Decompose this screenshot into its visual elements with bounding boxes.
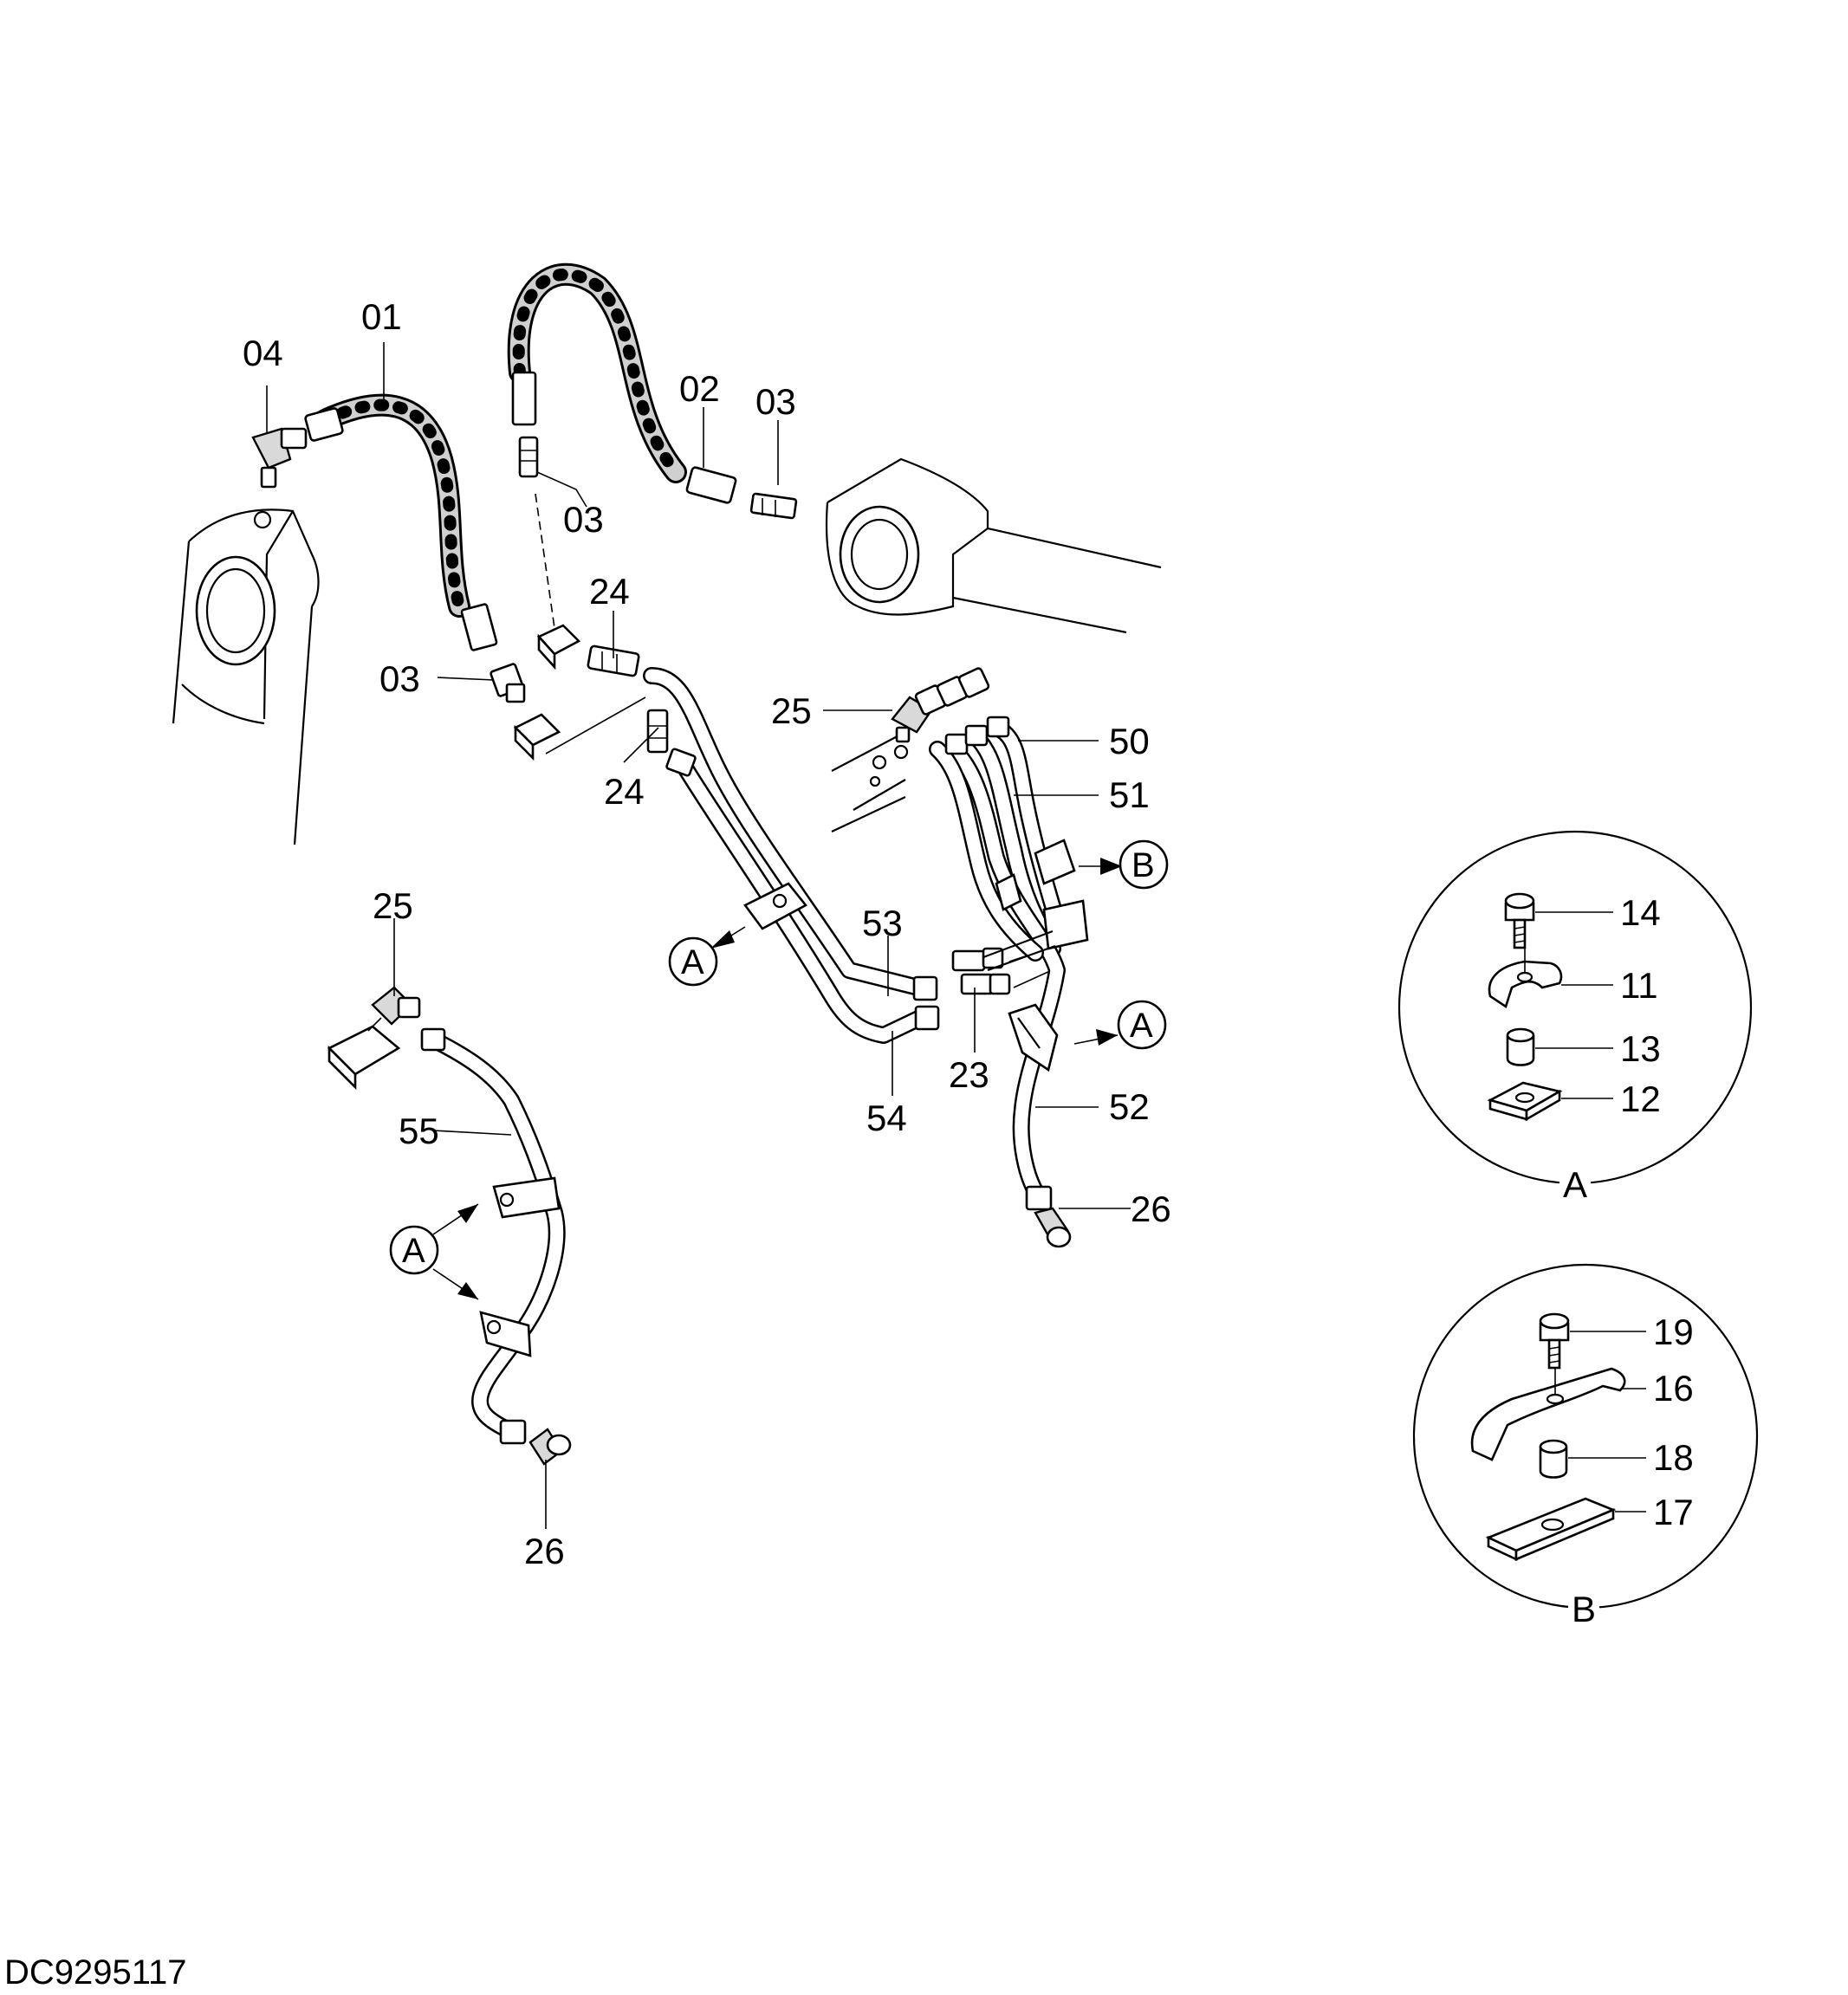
fitting-03-left — [490, 663, 526, 703]
left-arm-bracket — [172, 508, 320, 845]
tee-block-upper — [536, 624, 581, 670]
callout-55: 55 — [399, 1111, 439, 1151]
callout-23: 23 — [949, 1054, 989, 1095]
callout-25-lower: 25 — [373, 885, 413, 926]
callout-53: 53 — [862, 903, 903, 943]
valve-fittings-25 — [891, 667, 1010, 755]
detail-ref-a-label-2: A — [1130, 1007, 1153, 1045]
pipe-extra-upper — [929, 741, 1044, 962]
valve-plate — [831, 731, 909, 832]
hose-01 — [304, 393, 498, 651]
fitting-23 — [951, 947, 1011, 995]
callout-03-top: 03 — [755, 381, 796, 422]
fitting-24-lower — [646, 709, 669, 754]
detail-view-b-label: B — [1572, 1589, 1596, 1629]
detail-ref-a-label-1: A — [681, 943, 704, 981]
callout-25-upper: 25 — [771, 690, 812, 731]
detail-ref-b-label-1: B — [1131, 846, 1155, 884]
plate-12 — [1487, 1081, 1563, 1122]
pipe-55 — [420, 1027, 566, 1438]
drawing-number: DC9295117 — [4, 1953, 187, 1992]
clamp-a-on-55-upper — [492, 1176, 561, 1219]
elbow-fitting-04 — [251, 427, 308, 489]
callout-04: 04 — [243, 333, 283, 373]
callout-24-lower: 24 — [604, 771, 645, 812]
clamp-a-on-53-54 — [743, 882, 807, 930]
callout-16: 16 — [1653, 1368, 1694, 1409]
pipe-54 — [665, 748, 929, 1044]
fitting-25-lower — [327, 986, 421, 1091]
pipe-53 — [643, 667, 927, 996]
elbow-26-lower — [499, 1419, 572, 1466]
callout-03-left: 03 — [379, 658, 420, 699]
pipe-52 — [944, 741, 1066, 1204]
fitting-03-top — [518, 436, 539, 478]
callout-18: 18 — [1653, 1437, 1694, 1478]
callout-52: 52 — [1109, 1086, 1150, 1127]
callout-03-mid: 03 — [563, 499, 604, 540]
detail-view-b: B 19 16 18 17 — [1412, 1263, 1759, 1629]
callout-12: 12 — [1620, 1078, 1661, 1119]
callout-50: 50 — [1109, 721, 1150, 761]
detail-view-a-label: A — [1563, 1164, 1587, 1205]
spacer-13 — [1506, 1027, 1535, 1066]
fitting-03-right — [749, 492, 798, 520]
clamp-a-on-55-lower — [479, 1311, 532, 1357]
right-boom-head — [826, 457, 1162, 634]
callout-01: 01 — [361, 296, 402, 337]
callout-11: 11 — [1620, 965, 1658, 1006]
bolt-19 — [1539, 1312, 1570, 1370]
tee-block-lower — [513, 713, 561, 761]
leader-lines — [266, 342, 1131, 1529]
plate-17 — [1485, 1497, 1617, 1562]
callout-labels: 01 04 02 03 03 03 24 24 25 50 51 53 54 2… — [243, 296, 1171, 1571]
detail-ref-a-2: A — [1073, 1000, 1167, 1050]
detail-ref-b-1: B — [1079, 839, 1169, 890]
clamp-b-on-pipes — [995, 839, 1076, 911]
callout-19: 19 — [1653, 1312, 1694, 1352]
elbow-26-right — [1025, 1185, 1072, 1248]
spacer-18 — [1539, 1439, 1568, 1479]
clamp-a-on-52 — [1008, 1003, 1059, 1072]
pipe-connector-block — [982, 899, 1089, 972]
callout-14: 14 — [1620, 892, 1661, 933]
fittings-53-54-ends — [912, 975, 940, 1031]
detail-ref-a-1: A — [668, 926, 746, 987]
callout-24-upper: 24 — [589, 571, 630, 612]
detail-ref-a-label-3: A — [402, 1232, 425, 1270]
callout-54: 54 — [866, 1098, 907, 1138]
callout-51: 51 — [1109, 774, 1150, 815]
detail-view-a: A 14 11 13 12 — [1397, 830, 1753, 1206]
callout-17: 17 — [1653, 1492, 1694, 1532]
clamp-11 — [1488, 949, 1563, 1009]
callout-26-lower: 26 — [524, 1531, 565, 1571]
callout-13: 13 — [1620, 1028, 1661, 1069]
clamp-16 — [1470, 1367, 1626, 1461]
fitting-24-upper — [587, 644, 640, 677]
callout-02: 02 — [679, 368, 720, 409]
bolt-14 — [1504, 892, 1535, 949]
hose-02 — [507, 262, 737, 504]
callout-26-right: 26 — [1131, 1189, 1171, 1229]
pipe-50 — [988, 719, 1070, 944]
detail-ref-a-3: A — [389, 1203, 479, 1300]
